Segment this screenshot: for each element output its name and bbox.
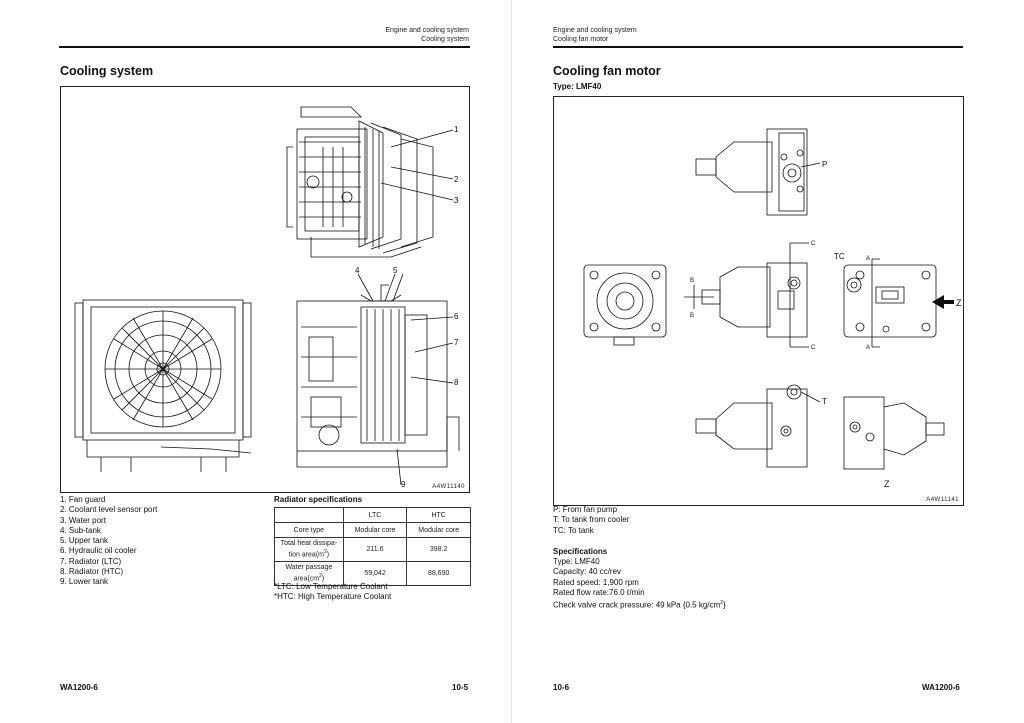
- list-item: 8. Radiator (HTC): [60, 567, 124, 577]
- table-row: Total heat dissipa- tion area(m2) 211.6 …: [274, 537, 471, 562]
- motor-bottom-left-view: [695, 384, 821, 468]
- callout-2: 2: [454, 175, 459, 184]
- motor-side-view: [684, 242, 809, 348]
- callout-a-lower: A: [866, 345, 870, 351]
- figure-id: A4W11140: [432, 484, 465, 490]
- motor-port-view: [843, 258, 937, 348]
- callout-6: 6: [454, 312, 459, 321]
- left-page: Engine and cooling system Cooling system…: [0, 0, 511, 723]
- fan-motor-figure: P TC T Z Z A A B B C C A4W11141: [553, 96, 964, 506]
- footer-page-number: 10-5: [452, 683, 469, 692]
- table-row: Water passage area(cm2) 59,042 88,690: [274, 561, 471, 586]
- list-item: 3. Water port: [60, 515, 106, 525]
- footer-model: WA1200-6: [60, 683, 98, 692]
- table-cell: Modular core: [342, 522, 408, 538]
- motor-rear-view: [583, 264, 667, 346]
- motor-top-view: [695, 128, 821, 216]
- table-cell: 211.6: [342, 537, 408, 562]
- cooling-system-drawing: 1 2 3 4 5 6 7 8 9: [74, 106, 460, 489]
- callout-9: 9: [401, 480, 406, 489]
- note-htc: *HTC: High Temperature Coolant: [274, 592, 392, 602]
- view-arrow-icon: [932, 295, 954, 309]
- table-cell: 59,042: [342, 561, 408, 586]
- figure-id: A4W11141: [926, 497, 959, 503]
- running-header: Engine and cooling system Cooling fan mo…: [553, 26, 637, 44]
- callout-tc: TC: [834, 252, 845, 261]
- callout-8: 8: [454, 378, 459, 387]
- callout-1: 1: [454, 125, 459, 134]
- table-cell: Total heat dissipa- tion area(m2): [274, 537, 344, 562]
- table-cell: Modular core: [406, 522, 471, 538]
- spec-item: Capacity: 40 cc/rev: [553, 567, 622, 577]
- callout-t: T: [822, 397, 827, 406]
- list-item: 5. Upper tank: [60, 536, 109, 546]
- coolant-notes: *LTC: Low Temperature Coolant *HTC: High…: [274, 582, 391, 603]
- fan-motor-drawing: P TC T Z Z A A B B C C: [583, 128, 962, 489]
- spec-item: Rated speed: 1,900 rpm: [553, 577, 639, 587]
- header-rule: [59, 46, 470, 48]
- type-label: Type: LMF40: [553, 82, 602, 91]
- table-cell: Core type: [274, 522, 344, 538]
- list-item: 9. Lower tank: [60, 577, 109, 587]
- port-legend: P: From fan pump T: To tank from cooler …: [553, 505, 629, 536]
- right-page: Engine and cooling system Cooling fan mo…: [512, 0, 1024, 723]
- callout-b: B: [690, 278, 694, 284]
- list-item: 7. Radiator (LTC): [60, 556, 122, 566]
- page-title: Cooling fan motor: [553, 64, 661, 78]
- table-cell: 88,690: [406, 561, 471, 586]
- table-header: LTC: [342, 507, 408, 523]
- callout-z-arrow: Z: [956, 298, 962, 308]
- spec-item: Rated flow rate:76.0 ℓ/min: [553, 587, 645, 597]
- header-section: Cooling fan motor: [553, 36, 609, 43]
- header-chapter: Engine and cooling system: [553, 27, 637, 34]
- callout-a: A: [866, 256, 870, 262]
- callout-3: 3: [454, 196, 459, 205]
- motor-bottom-right-view: [843, 396, 945, 470]
- list-item: 4. Sub-tank: [60, 525, 101, 535]
- spec-item: Type: LMF40: [553, 557, 600, 566]
- legend-item: T: To tank from cooler: [553, 515, 630, 525]
- callout-4: 4: [355, 266, 360, 275]
- page-title: Cooling system: [60, 64, 154, 78]
- spec-check-valve: Check valve crack pressure: 49 kPa {0.5 …: [553, 600, 726, 610]
- specs-title: Specifications: [553, 547, 608, 556]
- legend-item: TC: To tank: [553, 525, 594, 535]
- radiator-specs-title: Radiator specifications: [274, 495, 363, 504]
- radiator-top-view: [286, 106, 434, 258]
- note-ltc: *LTC: Low Temperature Coolant: [274, 582, 388, 591]
- callout-c: C: [811, 241, 816, 247]
- table-cell: 398.2: [406, 537, 471, 562]
- running-header: Engine and cooling system Cooling system: [385, 26, 469, 44]
- radiator-side-view: [296, 284, 460, 468]
- header-chapter: Engine and cooling system: [385, 27, 469, 34]
- cooling-system-figure: 1 2 3 4 5 6 7 8 9 A4W11140: [60, 86, 470, 493]
- callout-z: Z: [884, 479, 890, 489]
- table-row: Core type Modular core Modular core: [274, 522, 471, 538]
- callout-b-lower: B: [690, 313, 694, 319]
- legend-item: P: From fan pump: [553, 505, 618, 514]
- list-item: 6. Hydraulic oil cooler: [60, 546, 137, 556]
- table-header: HTC: [406, 507, 471, 523]
- callout-p: P: [822, 160, 827, 169]
- header-section: Cooling system: [421, 36, 469, 43]
- list-item: 1. Fan guard: [60, 495, 106, 504]
- table-cell: Water passage area(cm2): [274, 561, 344, 586]
- callout-5: 5: [393, 266, 398, 275]
- specs-list: Type: LMF40 Capacity: 40 cc/rev Rated sp…: [553, 557, 726, 611]
- list-item: 2. Coolant level sensor port: [60, 505, 158, 515]
- fan-guard-front-view: [74, 299, 252, 472]
- footer-model: WA1200-6: [922, 683, 960, 692]
- radiator-specs-table: LTC HTC Core type Modular core Modular c…: [274, 507, 471, 586]
- book-spine: [510, 0, 512, 723]
- header-rule: [553, 46, 963, 48]
- parts-list: 1. Fan guard 2. Coolant level sensor por…: [60, 495, 157, 588]
- footer-page-number: 10-6: [553, 683, 570, 692]
- table-header: [274, 507, 344, 523]
- callout-c-lower: C: [811, 345, 816, 351]
- callout-7: 7: [454, 338, 459, 347]
